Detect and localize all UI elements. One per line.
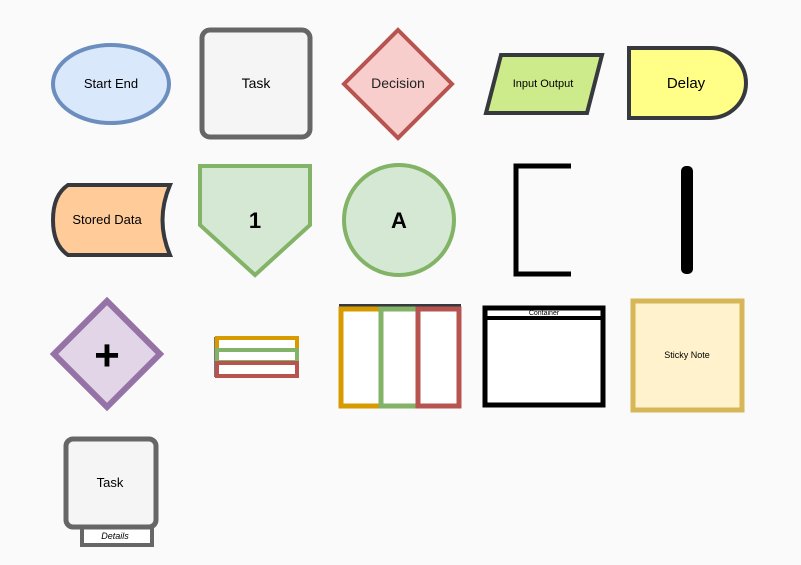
container-label: Container — [529, 310, 560, 317]
bar-shape[interactable] — [681, 166, 693, 274]
task-shape[interactable]: Task — [199, 27, 313, 140]
off-page-connector-shape[interactable]: 1 — [198, 164, 312, 278]
input-output-shape[interactable]: Input Output — [483, 53, 605, 115]
sticky-note-shape[interactable]: Sticky Note — [630, 298, 745, 413]
container-shape[interactable]: Container — [482, 305, 606, 408]
connector-circle-shape[interactable]: A — [342, 163, 456, 277]
vertical-pool-shape[interactable] — [338, 304, 462, 409]
start-end-shape[interactable]: Start End — [51, 43, 171, 125]
annotation-bracket-shape[interactable] — [513, 163, 571, 277]
plus-icon: + — [94, 331, 120, 380]
input-output-label: Input Output — [513, 78, 574, 90]
task2-label: Task — [97, 475, 124, 490]
details-label: Details — [101, 531, 129, 541]
parallel-gateway-shape[interactable]: + — [49, 296, 165, 412]
connector-label: A — [391, 208, 407, 233]
sticky-note-label: Sticky Note — [664, 350, 710, 360]
task-with-details-shape[interactable]: Details Task — [63, 436, 159, 547]
stored-data-shape[interactable]: Stored Data — [50, 183, 174, 257]
task-label: Task — [242, 75, 272, 91]
delay-label: Delay — [667, 75, 706, 92]
horizontal-pool-shape[interactable] — [214, 336, 299, 378]
start-end-label: Start End — [84, 76, 138, 91]
decision-shape[interactable]: Decision — [341, 27, 455, 141]
stored-data-label: Stored Data — [72, 212, 142, 227]
decision-label: Decision — [371, 75, 425, 91]
off-page-label: 1 — [249, 208, 261, 233]
delay-shape[interactable]: Delay — [627, 46, 748, 120]
